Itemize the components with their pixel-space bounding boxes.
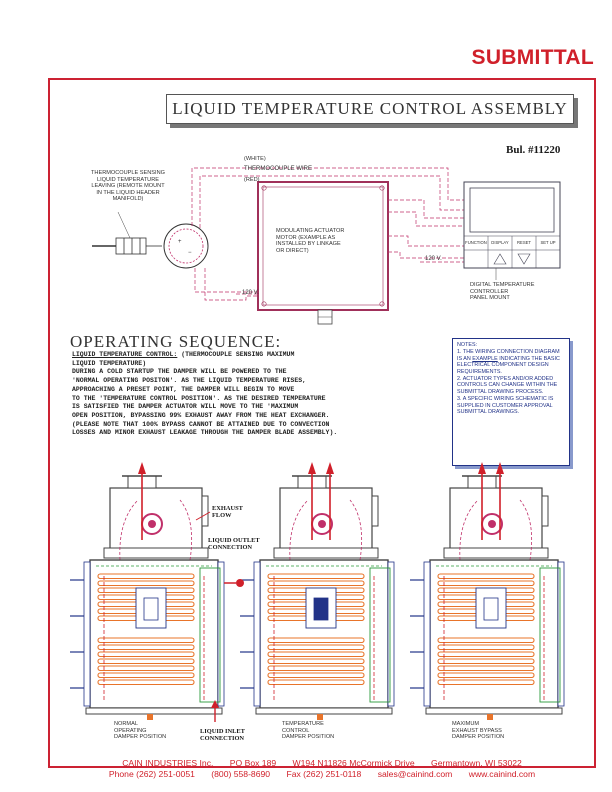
street-address: W194 N11826 McCormick Drive [292,758,415,768]
red-wire-label: (RED) [244,177,260,183]
right-voltage-label: 120 V. [425,256,442,262]
po-box: PO Box 189 [229,758,277,768]
notes-box: NOTES: 1. THE WIRING CONNECTION DIAGRAM … [452,338,570,466]
sequence-heading: LIQUID TEMPERATURE CONTROL: [72,351,178,358]
actuator-motor-icon [257,181,389,325]
email-link[interactable]: sales@cainind.com [377,769,453,779]
actuator-label: MODULATING ACTUATOR MOTOR (EXAMPLE AS IN… [276,228,345,254]
web-link[interactable]: www.cainind.com [468,769,536,779]
thermocouple-probe-icon: + − [92,223,209,269]
liquid-inlet-label: LIQUID INLET CONNECTION [200,728,245,742]
note-2: 2. ACTUATOR TYPES AND/OR ADDED CONTROLS … [457,376,558,395]
svg-text:−: − [188,250,192,256]
submittal-stamp: SUBMITTAL [471,46,594,69]
bulletin-number: Bul. #11220 [506,144,561,156]
note-3: 3. A SPECIFIC WIRING SCHEMATIC IS SUPPLI… [457,396,554,416]
footer-address-line: CAIN INDUSTRIES Inc. PO Box 189 W194 N11… [48,758,596,768]
temperature-controller-icon [463,181,561,269]
down-arrow-icon [517,253,531,265]
display-button: DISPLAY [491,240,509,245]
up-arrow-icon [493,253,507,265]
city: Germantown, WI 53022 [431,758,522,768]
title-box: LIQUID TEMPERATURE CONTROL ASSEMBLY [166,94,574,124]
page-frame [48,78,596,768]
phone: Phone (262) 251-0051 [108,769,195,779]
footer-contact-line: Phone (262) 251-0051 (800) 558-8690 Fax … [48,769,596,779]
heat-exchanger-icon [240,462,395,720]
left-voltage-label: 120 V. [242,290,259,296]
control-position-label: TEMPERATURE CONTROL DAMPER POSITION [282,721,335,741]
heat-exchanger-icon [70,462,225,720]
toll-free: (800) 558-8690 [211,769,271,779]
notes-title: NOTES: [457,342,478,348]
heat-exchanger-icon [410,462,565,720]
function-button: FUNCTION [465,240,487,245]
operating-sequence-title: OPERATING SEQUENCE: [70,332,282,351]
reset-button: RESET [517,240,531,245]
operating-sequence-text: LIQUID TEMPERATURE CONTROL: (THERMOCOUPL… [72,351,338,437]
exhaust-flow-label: EXHAUST FLOW [212,505,243,519]
fax: Fax (262) 251-0118 [286,769,362,779]
bypass-position-label: MAXIMUM EXHAUST BYPASS DAMPER POSITION [452,721,505,741]
white-wire-label: (WHITE) [244,156,266,162]
company-name: CAIN INDUSTRIES Inc. [122,758,214,768]
svg-text:+: + [178,239,182,245]
liquid-outlet-label: LIQUID OUTLET CONNECTION [208,537,260,551]
thermocouple-wire-label: THERMOCOUPLE WIRE [244,166,313,172]
normal-position-label: NORMAL OPERATING DAMPER POSITION [114,721,167,741]
controller-label: DIGITAL TEMPERATURE CONTROLLER PANEL MOU… [470,282,535,302]
note-1: 1. THE WIRING CONNECTION DIAGRAM IS AN E… [457,349,560,375]
setup-button: SET UP [540,240,556,245]
page-title: LIQUID TEMPERATURE CONTROL ASSEMBLY [172,99,568,118]
thermocouple-label: THERMOCOUPLE SENSING LIQUID TEMPERATURE … [91,170,165,203]
